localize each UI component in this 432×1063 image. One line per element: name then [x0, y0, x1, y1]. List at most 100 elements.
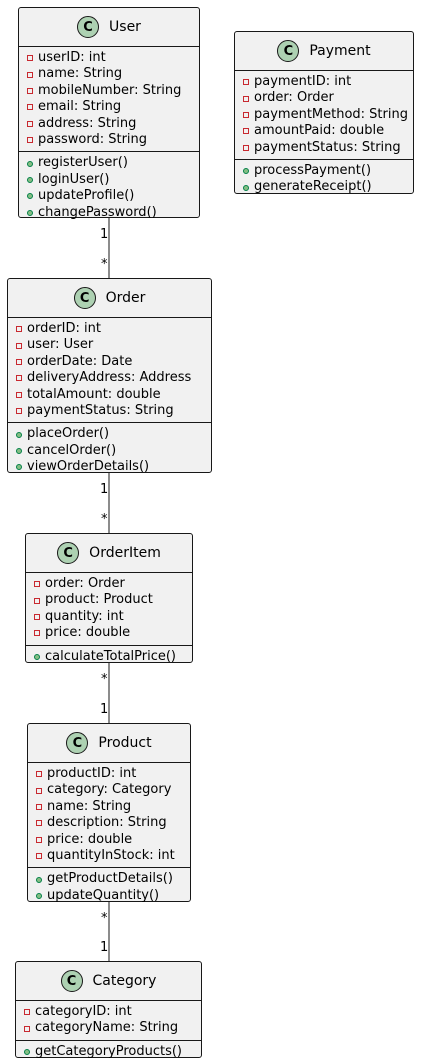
attribute: name: String: [36, 799, 190, 815]
public-visibility-icon: [24, 1048, 30, 1055]
public-visibility-icon: [16, 447, 22, 454]
private-visibility-icon: [27, 55, 33, 62]
private-visibility-icon: [16, 408, 22, 415]
public-visibility-icon: [27, 193, 33, 200]
class-header: C Category: [16, 962, 201, 1001]
multiplicity-order: *: [101, 257, 108, 272]
private-visibility-icon: [16, 358, 22, 365]
private-visibility-icon: [16, 375, 22, 382]
private-visibility-icon: [36, 771, 42, 778]
attribute: price: double: [36, 832, 190, 848]
private-visibility-icon: [27, 120, 33, 127]
class-c-icon: C: [77, 16, 100, 38]
public-visibility-icon: [16, 464, 22, 471]
attribute: address: String: [27, 116, 199, 132]
private-visibility-icon: [24, 1009, 30, 1016]
class-orderitem: C OrderItem order: Order product: Produc…: [25, 533, 193, 664]
public-visibility-icon: [27, 209, 33, 216]
attribute: category: Category: [36, 782, 190, 798]
method: changePassword(): [27, 205, 199, 221]
class-header: C Payment: [235, 32, 413, 71]
attributes-section: paymentID: int order: Order paymentMetho…: [235, 71, 413, 159]
class-payment: C Payment paymentID: int order: Order pa…: [234, 31, 414, 194]
method: viewOrderDetails(): [16, 459, 211, 475]
attribute: paymentID: int: [243, 74, 413, 90]
private-visibility-icon: [16, 342, 22, 349]
public-visibility-icon: [16, 431, 22, 438]
methods-section: getProductDetails() updateQuantity(): [28, 867, 190, 907]
private-visibility-icon: [27, 87, 33, 94]
private-visibility-icon: [243, 79, 249, 86]
class-header: C User: [19, 8, 199, 47]
private-visibility-icon: [34, 613, 40, 620]
private-visibility-icon: [36, 803, 42, 810]
attribute: user: User: [16, 337, 211, 353]
attributes-section: order: Order product: Product quantity: …: [26, 573, 192, 645]
class-name: Category: [92, 973, 157, 989]
multiplicity-orderitem: *: [101, 672, 108, 687]
class-name: Product: [98, 735, 152, 751]
private-visibility-icon: [36, 836, 42, 843]
attributes-section: productID: int category: Category name: …: [28, 763, 190, 867]
private-visibility-icon: [36, 820, 42, 827]
private-visibility-icon: [34, 597, 40, 604]
attributes-section: orderID: int user: User orderDate: Date …: [8, 318, 211, 422]
private-visibility-icon: [36, 853, 42, 860]
methods-section: placeOrder() cancelOrder() viewOrderDeta…: [8, 422, 211, 478]
attribute: description: String: [36, 815, 190, 831]
public-visibility-icon: [27, 176, 33, 183]
method: calculateTotalPrice(): [34, 649, 192, 665]
private-visibility-icon: [27, 104, 33, 111]
methods-section: registerUser() loginUser() updateProfile…: [19, 151, 199, 224]
private-visibility-icon: [27, 71, 33, 78]
multiplicity-user: 1: [100, 227, 108, 242]
attribute: totalAmount: double: [16, 387, 211, 403]
class-header: C Order: [8, 279, 211, 318]
method: registerUser(): [27, 155, 199, 171]
private-visibility-icon: [16, 391, 22, 398]
private-visibility-icon: [243, 128, 249, 135]
attribute: paymentStatus: String: [16, 403, 211, 419]
method: updateProfile(): [27, 188, 199, 204]
attribute: quantityInStock: int: [36, 848, 190, 864]
attribute: product: Product: [34, 592, 192, 608]
public-visibility-icon: [34, 653, 40, 660]
private-visibility-icon: [243, 95, 249, 102]
attributes-section: categoryID: int categoryName: String: [16, 1001, 201, 1040]
private-visibility-icon: [27, 137, 33, 144]
attribute: paymentMethod: String: [243, 107, 413, 123]
class-c-icon: C: [60, 970, 83, 992]
class-c-icon: C: [66, 732, 89, 754]
method: getCategoryProducts(): [24, 1044, 201, 1060]
private-visibility-icon: [36, 787, 42, 794]
attribute: userID: int: [27, 50, 199, 66]
private-visibility-icon: [24, 1025, 30, 1032]
class-name: Payment: [309, 43, 371, 59]
method: generateReceipt(): [243, 179, 413, 195]
class-name: Order: [105, 290, 146, 306]
private-visibility-icon: [243, 144, 249, 151]
class-c-icon: C: [277, 40, 300, 62]
attribute: deliveryAddress: Address: [16, 370, 211, 386]
methods-section: processPayment() generateReceipt(): [235, 158, 413, 199]
attribute: order: Order: [34, 576, 192, 592]
private-visibility-icon: [34, 630, 40, 637]
attribute: password: String: [27, 132, 199, 148]
public-visibility-icon: [36, 876, 42, 883]
method: processPayment(): [243, 163, 413, 179]
method: loginUser(): [27, 172, 199, 188]
attribute: price: double: [34, 625, 192, 641]
attribute: quantity: int: [34, 609, 192, 625]
class-header: C Product: [28, 724, 190, 763]
methods-section: calculateTotalPrice(): [26, 644, 192, 668]
public-visibility-icon: [36, 892, 42, 899]
class-product: C Product productID: int category: Categ…: [27, 723, 191, 903]
private-visibility-icon: [243, 111, 249, 118]
private-visibility-icon: [34, 581, 40, 588]
class-c-icon: C: [73, 287, 96, 309]
class-category: C Category categoryID: int categoryName:…: [15, 961, 202, 1060]
attribute: paymentStatus: String: [243, 140, 413, 156]
attribute: mobileNumber: String: [27, 83, 199, 99]
attributes-section: userID: int name: String mobileNumber: S…: [19, 47, 199, 151]
